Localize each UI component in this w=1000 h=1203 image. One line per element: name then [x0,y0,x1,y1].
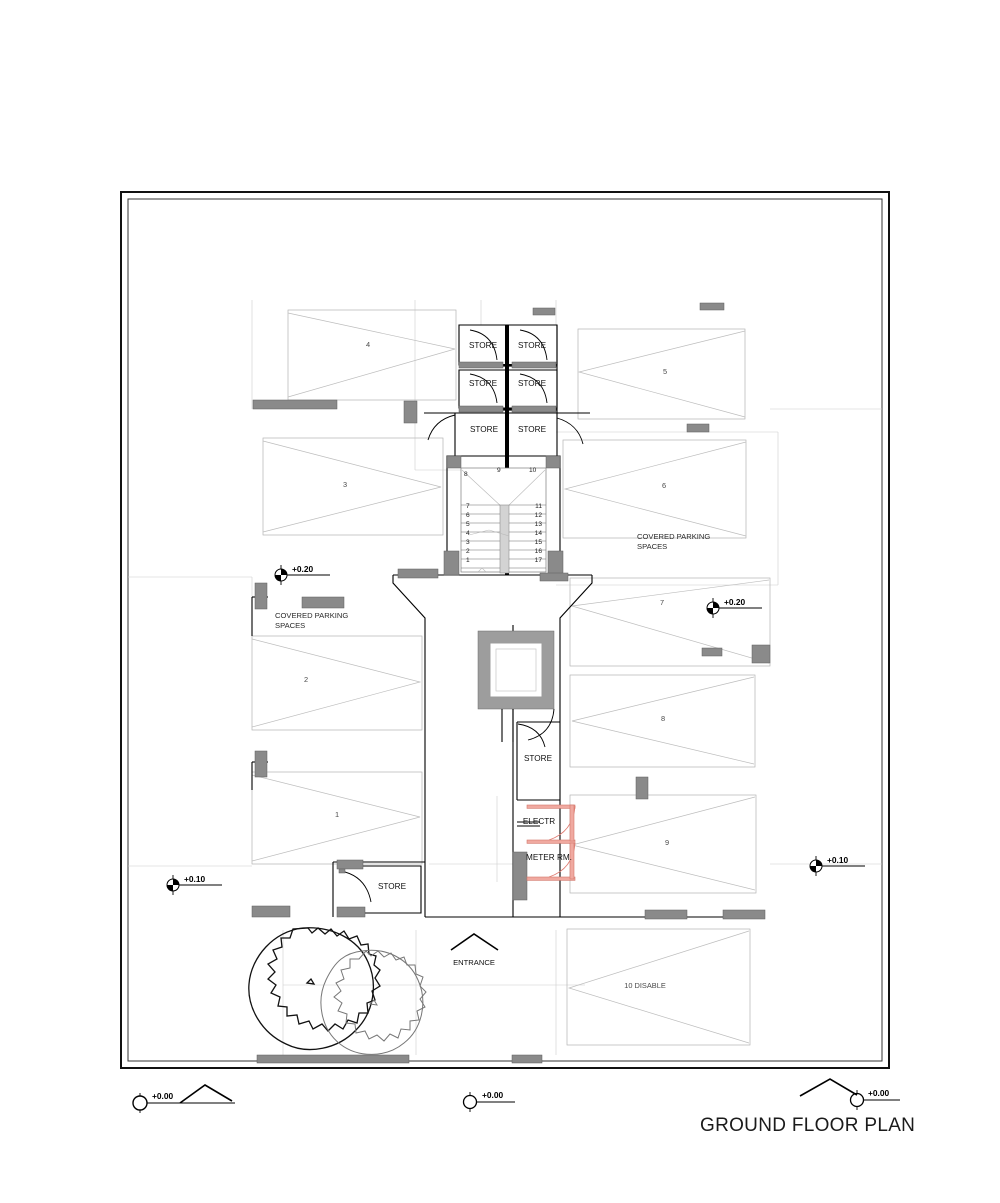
tread-number: 3 [466,539,470,546]
tread-number: 17 [535,557,543,564]
note-text: COVERED PARKING [275,611,348,620]
parking-stall [287,309,457,401]
room-label: STORE [518,425,547,434]
level-value: +0.10 [827,855,849,865]
stall-number: 2 [304,675,308,684]
tread-number: 9 [497,467,501,474]
tread-number: 12 [535,512,543,519]
parking-stall [577,328,746,420]
level-marker [809,856,865,876]
level-marker [706,598,762,618]
red-door-electr [526,804,576,881]
stall-number: 6 [662,481,666,490]
tread-number: 11 [535,503,542,510]
entrance-label: ENTRANCE [453,958,495,967]
stall-number: 5 [663,367,667,376]
tread-number: 4 [466,530,470,537]
room-label: STORE [524,754,553,763]
gray-wall-segments [251,302,771,1064]
tread-number: 8 [464,471,468,478]
room-label: METER RM. [526,853,572,862]
level-value: +0.00 [482,1090,504,1100]
level-marker-group [132,565,900,1113]
stall-number: 1 [335,810,339,819]
tread-number: 14 [535,530,543,537]
level-marker [462,1092,515,1112]
tread-number: 5 [466,521,470,528]
parking-stall [569,674,756,768]
door-group [338,329,590,903]
stall-number: 9 [665,838,669,847]
room-label: STORE [518,379,547,388]
text-layer: STORE STORE STORE STORE STORE STORE STOR… [152,340,890,1101]
stall-number: 10 DISABLE [624,981,666,990]
parking-stall [569,577,771,667]
landscape-trees [248,927,427,1055]
room-label: STORE [518,341,547,350]
room-label: STORE [469,379,498,388]
tread-number: 1 [466,557,470,564]
note-text: SPACES [275,621,305,630]
tread-number: 7 [466,503,470,510]
level-marker [166,875,222,895]
tread-number: 10 [529,467,537,474]
stall-number: 7 [660,598,664,607]
stall-number: 3 [343,480,347,489]
level-value: +0.20 [724,597,746,607]
parking-stall [566,928,751,1046]
level-value: +0.00 [152,1091,174,1101]
parking-stall [262,437,444,536]
level-value: +0.20 [292,564,314,574]
sheet-frame [120,191,890,1069]
note-text: COVERED PARKING [637,532,710,541]
tread-number: 6 [466,512,470,519]
tread-number: 15 [535,539,543,546]
room-label: STORE [469,341,498,350]
tread-number: 2 [466,548,470,555]
parking-stall [562,439,747,539]
level-marker [274,565,330,585]
entrance-symbol [450,933,499,951]
room-label: STORE [470,425,499,434]
note-text: SPACES [637,542,667,551]
room-label: STORE [378,882,407,891]
stall-number: 4 [366,340,370,349]
level-marker [132,1084,235,1113]
stall-number: 8 [661,714,665,723]
page-title: GROUND FLOOR PLAN [700,1115,916,1136]
staircase [460,467,547,574]
level-marker [799,1078,900,1110]
tread-number: 13 [535,521,543,528]
room-label: ELECTR [523,817,555,826]
building-walls [251,324,765,918]
elevator-shaft [477,630,555,742]
tread-number: 16 [535,548,543,555]
parking-stall [569,794,757,894]
parking-stall [251,635,423,731]
level-value: +0.10 [184,874,206,884]
level-value: +0.00 [868,1088,890,1098]
